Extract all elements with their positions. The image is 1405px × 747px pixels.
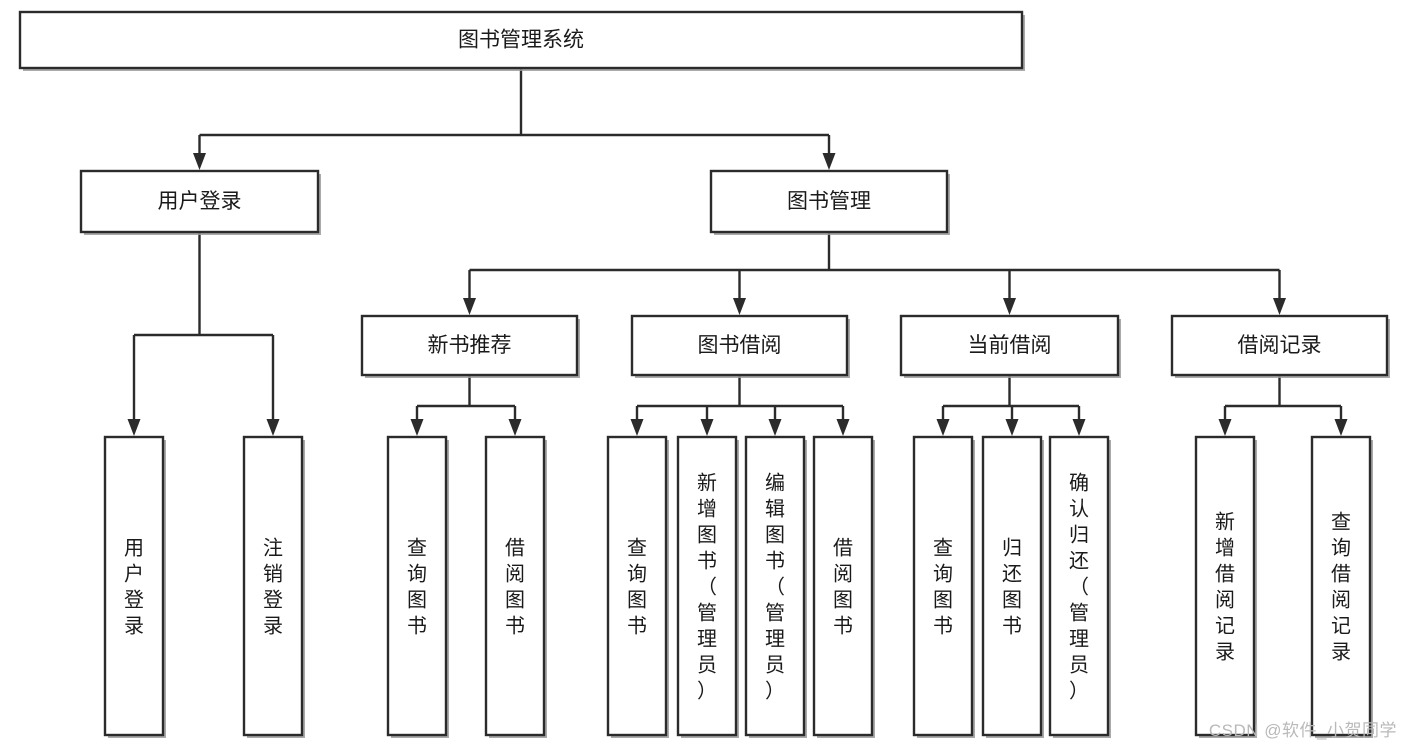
arrow-head-icon [508, 419, 522, 436]
connector-group [127, 232, 280, 436]
arrow-head-icon [768, 419, 782, 436]
node-label: 查询图书 [933, 536, 953, 637]
node-book-manage[interactable]: 图书管理 [709, 169, 950, 235]
node-label: 图书管理 [787, 190, 871, 213]
node-user-login[interactable]: 用户登录 [79, 169, 321, 235]
node-label: 新增图书（管理员） [697, 471, 717, 702]
node-leaf-borrow-book-rec[interactable]: 借阅图书 [484, 435, 547, 738]
connector-group [193, 68, 836, 170]
node-book-borrow[interactable]: 图书借阅 [630, 314, 850, 378]
node-label: 图书借阅 [698, 334, 782, 357]
arrow-head-icon [193, 153, 206, 170]
node-leaf-return-book[interactable]: 归还图书 [981, 435, 1044, 738]
node-label: 编辑图书（管理员） [765, 471, 785, 702]
node-label: 借阅图书 [833, 536, 853, 637]
arrow-head-icon [463, 298, 476, 315]
arrow-head-icon [700, 419, 714, 436]
node-current-borrow[interactable]: 当前借阅 [899, 314, 1121, 378]
node-box[interactable] [18, 10, 1024, 70]
connector-group [463, 232, 1286, 315]
connector-layer [127, 68, 1348, 436]
node-label: 新书推荐 [428, 334, 512, 357]
node-label: 查询图书 [627, 536, 647, 637]
connector-group [1218, 375, 1348, 436]
node-box[interactable] [1310, 435, 1372, 737]
node-box[interactable] [912, 435, 974, 737]
arrow-head-icon [630, 419, 644, 436]
node-box[interactable] [103, 435, 165, 737]
node-box[interactable] [744, 435, 806, 737]
node-new-book-recommend[interactable]: 新书推荐 [360, 314, 580, 378]
node-label: 新增借阅记录 [1215, 510, 1235, 663]
arrow-head-icon [1218, 419, 1232, 436]
node-label: 确认归还（管理员） [1069, 471, 1089, 702]
node-leaf-logout[interactable]: 注销登录 [242, 435, 305, 738]
arrow-head-icon [410, 419, 424, 436]
node-box[interactable] [709, 169, 949, 234]
node-label: 借阅记录 [1238, 334, 1322, 357]
node-box[interactable] [360, 314, 579, 377]
arrow-head-icon [127, 419, 141, 436]
node-label: 当前借阅 [968, 334, 1052, 357]
watermark-label: CSDN @软件_小贺同学 [1208, 721, 1397, 740]
node-box[interactable] [630, 314, 849, 377]
arrow-head-icon [836, 419, 850, 436]
connector-group [410, 375, 522, 436]
node-label: 注销登录 [263, 536, 283, 637]
arrow-head-icon [1072, 419, 1086, 436]
node-box[interactable] [1194, 435, 1256, 737]
node-box[interactable] [79, 169, 320, 234]
node-leaf-query-borrow-record[interactable]: 查询借阅记录 [1310, 435, 1373, 738]
node-root[interactable]: 图书管理系统 [18, 10, 1025, 71]
node-label: 用户登录 [124, 537, 144, 637]
node-label: 查询图书 [407, 536, 427, 637]
arrow-head-icon [1334, 419, 1348, 436]
arrow-head-icon [1005, 419, 1019, 436]
arrow-head-icon [1273, 298, 1286, 315]
arrow-head-icon [266, 419, 280, 436]
node-leaf-query-book-rec[interactable]: 查询图书 [386, 435, 449, 738]
node-label: 查询借阅记录 [1331, 510, 1351, 663]
node-label: 用户登录 [158, 190, 242, 213]
node-box[interactable] [606, 435, 668, 737]
arrow-head-icon [822, 153, 836, 170]
arrow-head-icon [1003, 298, 1016, 315]
node-leaf-query-book-cur[interactable]: 查询图书 [912, 435, 975, 738]
node-box[interactable] [981, 435, 1043, 737]
node-borrow-record[interactable]: 借阅记录 [1170, 314, 1390, 378]
node-box[interactable] [1170, 314, 1389, 377]
node-leaf-confirm-return-admin[interactable]: 确认归还（管理员） [1048, 435, 1111, 738]
connector-group [630, 375, 850, 436]
connector-group [936, 375, 1086, 436]
node-label: 归还图书 [1002, 536, 1022, 637]
node-box[interactable] [484, 435, 546, 737]
node-box[interactable] [242, 435, 304, 737]
node-leaf-user-login[interactable]: 用户登录 [103, 435, 166, 738]
node-layer: 图书管理系统用户登录图书管理新书推荐图书借阅当前借阅借阅记录用户登录注销登录查询… [18, 10, 1390, 738]
arrow-head-icon [733, 298, 746, 315]
node-label: 图书管理系统 [458, 29, 584, 52]
node-box[interactable] [1048, 435, 1110, 737]
node-box[interactable] [812, 435, 874, 737]
node-leaf-edit-book-admin[interactable]: 编辑图书（管理员） [744, 435, 807, 738]
node-leaf-query-book-borrow[interactable]: 查询图书 [606, 435, 669, 738]
node-label: 借阅图书 [505, 536, 525, 637]
arrow-head-icon [936, 419, 950, 436]
node-box[interactable] [899, 314, 1120, 377]
node-box[interactable] [676, 435, 738, 737]
node-leaf-add-book-admin[interactable]: 新增图书（管理员） [676, 435, 739, 738]
node-leaf-add-borrow-record[interactable]: 新增借阅记录 [1194, 435, 1257, 738]
node-leaf-borrow-book[interactable]: 借阅图书 [812, 435, 875, 738]
node-box[interactable] [386, 435, 448, 737]
